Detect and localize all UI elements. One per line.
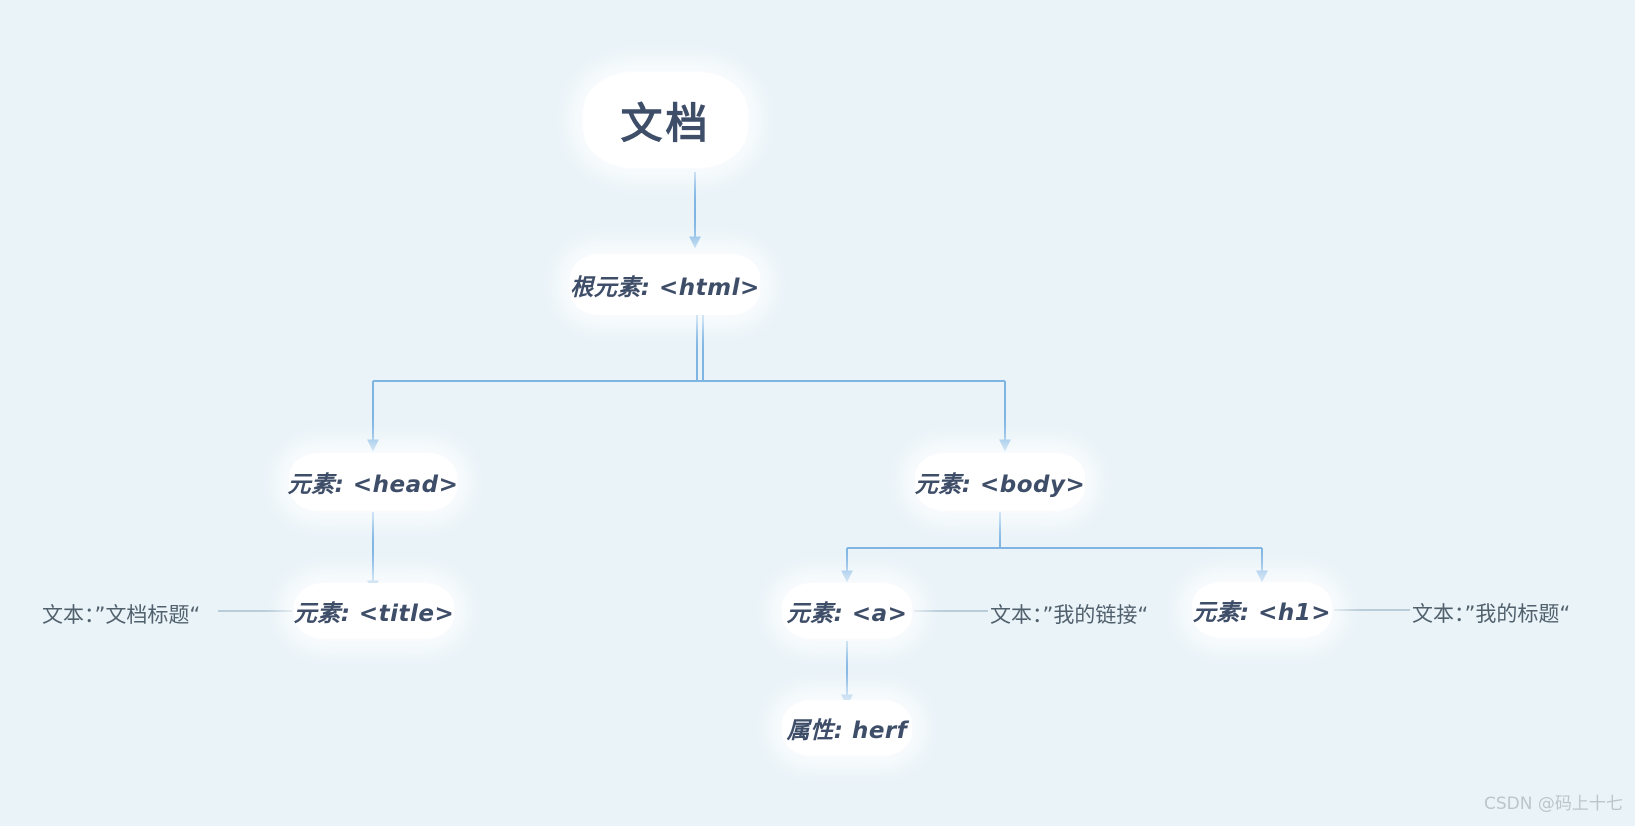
- node-head[interactable]: 元素: <head>: [288, 453, 458, 511]
- node-h1[interactable]: 元素: <h1>: [1192, 582, 1332, 638]
- node-attr-href[interactable]: 属性: herf: [782, 700, 912, 756]
- node-html[interactable]: 根元素: <html>: [570, 254, 760, 315]
- node-title[interactable]: 元素: <title>: [294, 583, 454, 639]
- node-body[interactable]: 元素: <body>: [915, 453, 1085, 511]
- node-a[interactable]: 元素: <a>: [782, 583, 912, 639]
- node-document[interactable]: 文档: [583, 72, 748, 168]
- text-label-a-text[interactable]: 文本：”我的链接“: [990, 603, 1149, 627]
- watermark: CSDN @码上十七: [1484, 794, 1623, 814]
- text-label-h1-text[interactable]: 文本：”我的标题“: [1412, 602, 1571, 626]
- text-label-title-text[interactable]: 文本：”文档标题“: [42, 603, 201, 627]
